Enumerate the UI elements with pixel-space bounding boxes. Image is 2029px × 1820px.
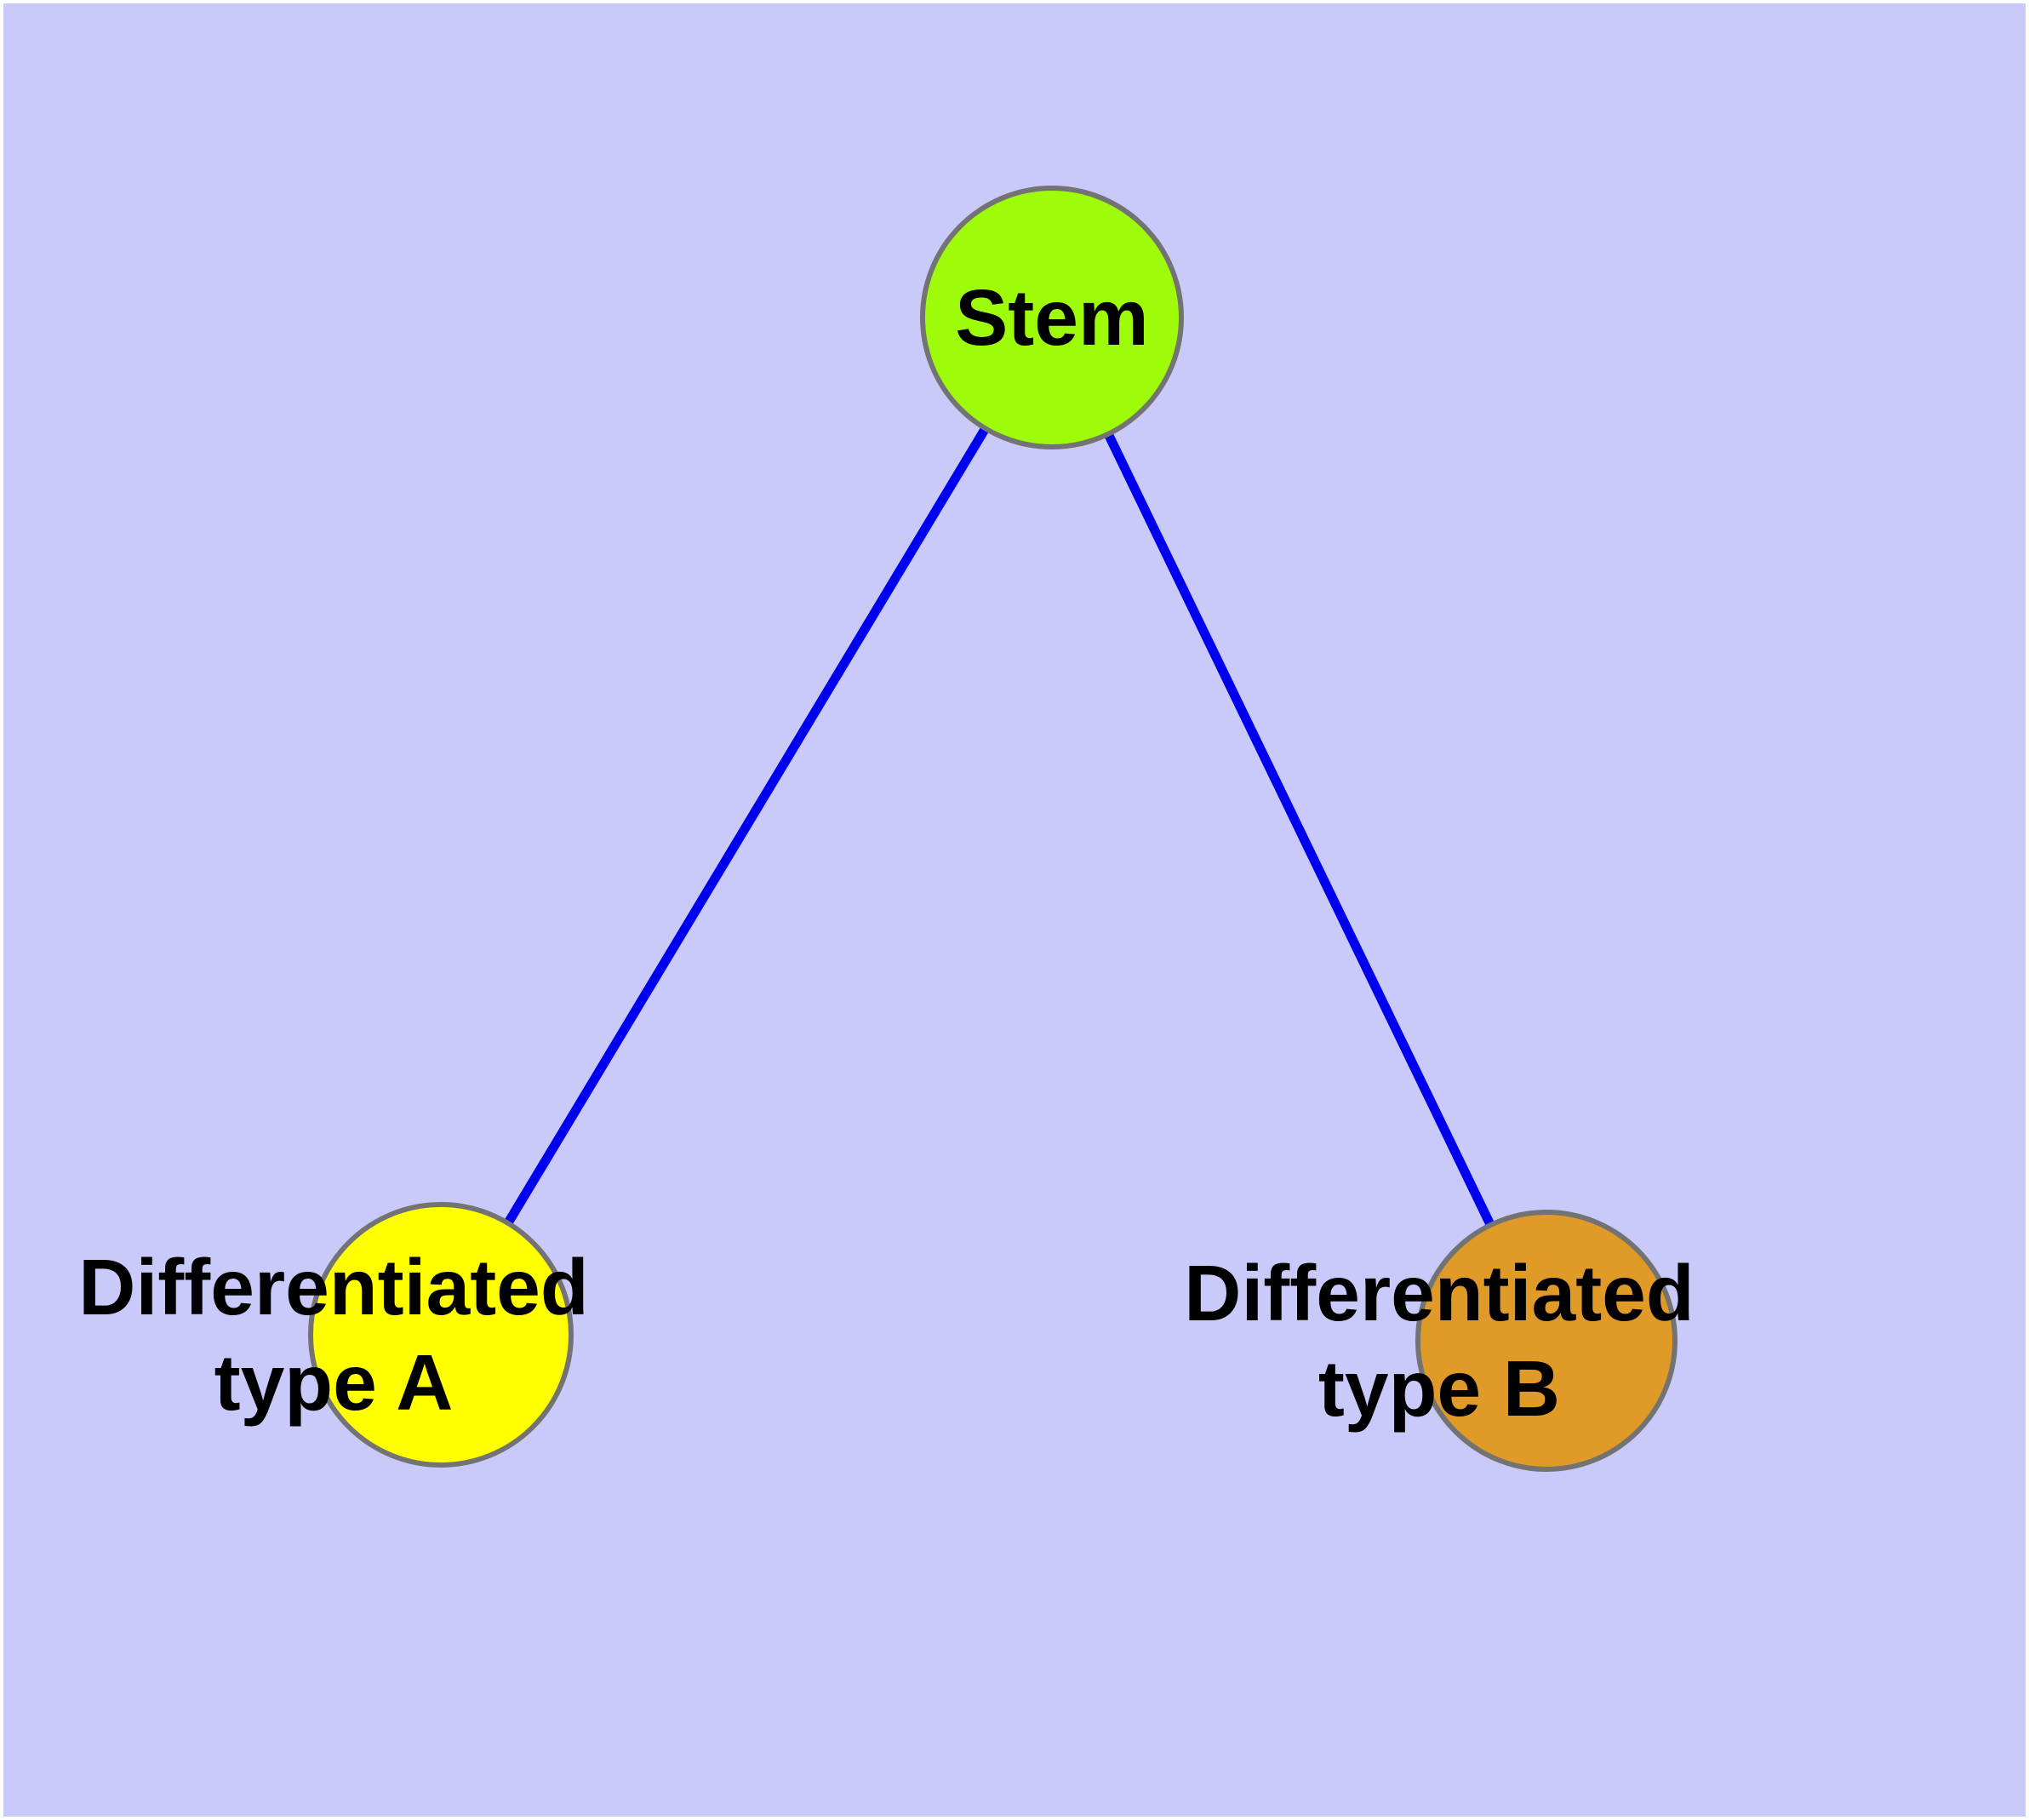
node-diff_a[interactable] (308, 1202, 574, 1468)
edge-stem-to-diff_a (505, 427, 989, 1224)
node-layer (308, 186, 1677, 1472)
node-label-line: Differentiated (78, 1243, 588, 1331)
edge-layer (505, 427, 1495, 1226)
node-stem[interactable] (920, 186, 1184, 449)
edge-stem-to-diff_b (1105, 433, 1495, 1226)
node-label-line: Differentiated (1184, 1249, 1694, 1337)
node-label-stem: Stem (955, 273, 1148, 362)
node-label-line: type B (1318, 1344, 1560, 1433)
node-diff_b[interactable] (1415, 1210, 1677, 1472)
node-label-line: type A (214, 1338, 454, 1427)
node-label-line: Stem (955, 273, 1148, 362)
